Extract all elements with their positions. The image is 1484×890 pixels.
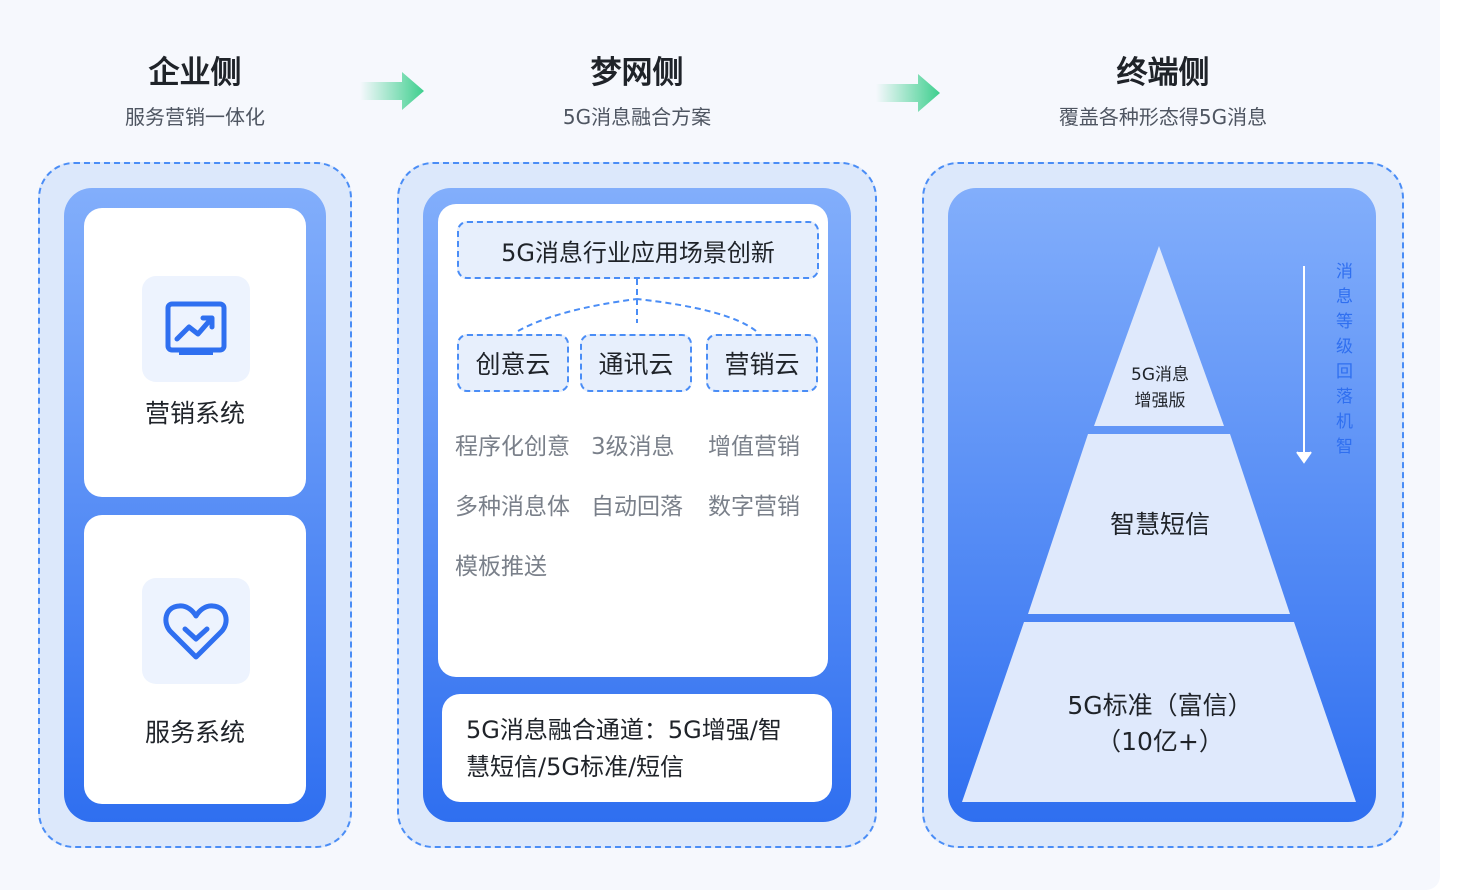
- fallback-label: 消息等级回落机智: [1332, 262, 1352, 462]
- marketing-system-label: 营销系统: [144, 399, 245, 428]
- feature-text: 增值营销: [708, 434, 800, 460]
- heart-check-icon: [163, 603, 229, 660]
- feature-text: 多种消息体: [455, 494, 570, 520]
- flow-arrow-icon: [360, 72, 424, 110]
- tier-middle-label: 智慧短信: [1109, 510, 1210, 539]
- tier-bottom-label: 5G标准（富信） （10亿+）: [1067, 691, 1253, 756]
- scenario-card: [438, 204, 828, 677]
- scenario-innovation-box: 5G消息行业应用场景创新: [457, 221, 819, 279]
- feature-text: 程序化创意: [455, 434, 570, 460]
- terminal-subtitle: 覆盖各种形态得5G消息: [1058, 105, 1268, 129]
- channel-text-line2: 慧短信/5G标准/短信: [466, 753, 685, 781]
- chart-trend-icon: [165, 301, 227, 355]
- diagram-canvas: 企业侧 服务营销一体化 梦网侧 5G消息融合方案 终端侧 覆盖各种形态得5G消息: [38, 55, 1404, 848]
- flow-arrow-icon: [876, 74, 940, 112]
- down-arrow-icon: [1296, 266, 1312, 464]
- message-pyramid: [962, 246, 1356, 802]
- icon-container: [142, 276, 250, 382]
- mengwang-subtitle: 5G消息融合方案: [562, 105, 712, 129]
- pyramid-tier-top: [1094, 246, 1224, 426]
- pyramid-tier-middle: [1028, 434, 1290, 614]
- feature-text: 3级消息: [591, 434, 675, 460]
- feature-text: 数字营销: [708, 494, 800, 520]
- mengwang-title: 梦网侧: [590, 55, 684, 91]
- enterprise-title: 企业侧: [148, 55, 242, 91]
- marketing-system-card: 营销系统: [84, 208, 306, 497]
- terminal-title: 终端侧: [1116, 55, 1210, 91]
- service-system-card: 服务系统: [84, 515, 306, 804]
- communication-cloud-box: 通讯云: [580, 334, 692, 392]
- message-channel-card: 5G消息融合通道：5G增强/智 慧短信/5G标准/短信: [442, 694, 832, 802]
- tier-top-label: 5G消息 增强版: [1131, 365, 1189, 411]
- feature-text: 模板推送: [455, 554, 547, 580]
- enterprise-subtitle: 服务营销一体化: [125, 105, 265, 129]
- pyramid-tier-bottom: [962, 622, 1356, 802]
- icon-container: [142, 578, 250, 684]
- creative-cloud-box: 创意云: [457, 334, 569, 392]
- feature-text: 自动回落: [591, 494, 683, 520]
- marketing-cloud-box: 营销云: [706, 334, 818, 392]
- connector-lines: [517, 279, 757, 332]
- channel-text-line1: 5G消息融合通道：5G增强/智: [466, 716, 782, 744]
- service-system-label: 服务系统: [144, 718, 245, 747]
